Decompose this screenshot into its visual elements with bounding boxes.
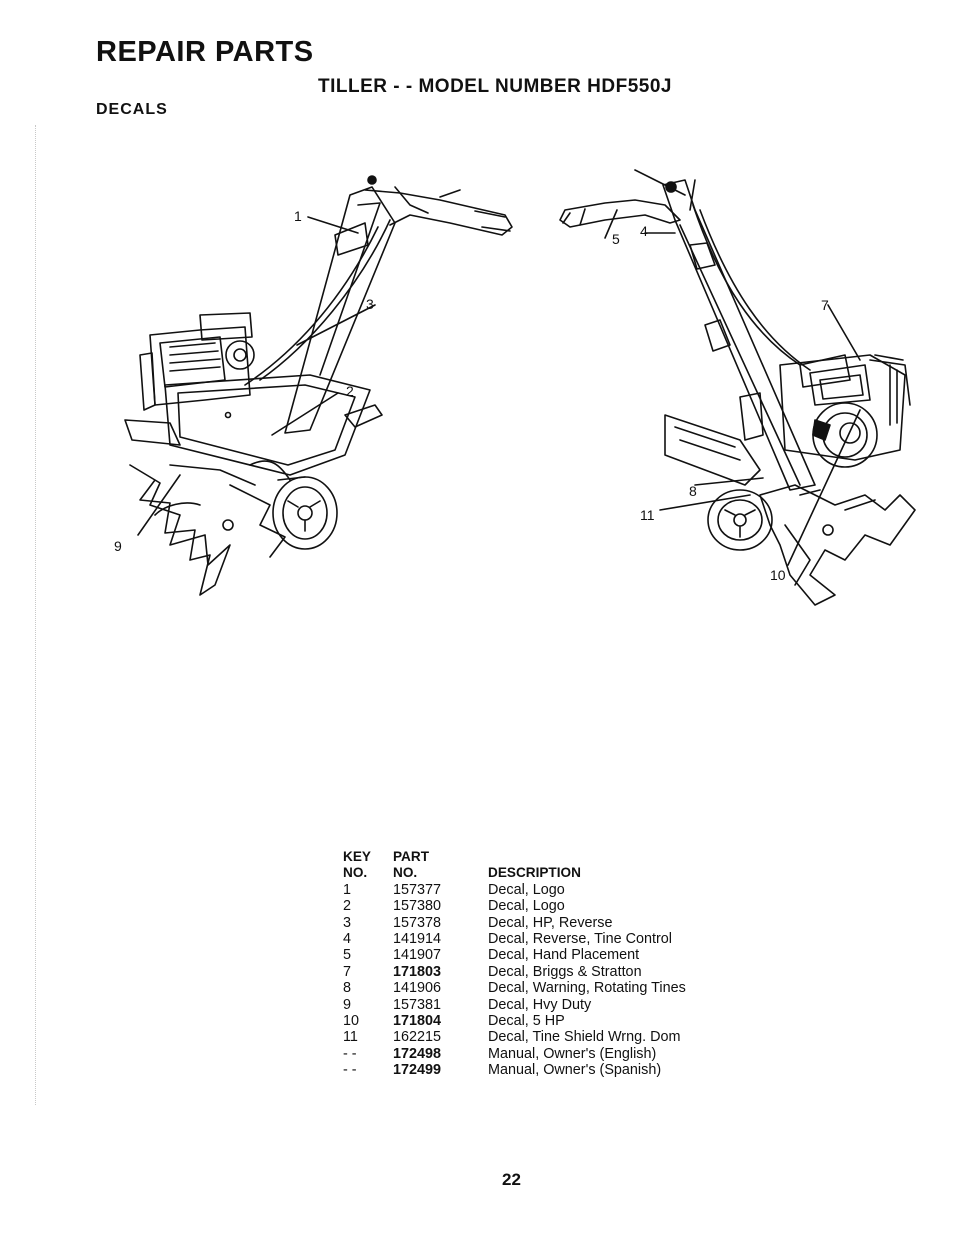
table-row: 3 157378 Decal, HP, Reverse xyxy=(343,915,763,931)
part-description: Decal, HP, Reverse xyxy=(488,914,613,931)
table-row: 10 171804 Decal, 5 HP xyxy=(343,1013,763,1029)
key-number: - - xyxy=(343,1045,357,1062)
part-number: 157377 xyxy=(393,881,442,898)
key-number: 5 xyxy=(343,947,352,964)
callout-8: 8 xyxy=(689,483,697,499)
part-number: 141906 xyxy=(393,980,442,997)
key-header-line2: NO. xyxy=(343,865,368,881)
key-number: 10 xyxy=(343,1012,360,1029)
callout-7: 7 xyxy=(821,297,829,313)
part-description: Manual, Owner's (English) xyxy=(488,1045,657,1062)
table-row: - - 172498 Manual, Owner's (English) xyxy=(343,1046,763,1062)
part-description: Decal, Hand Placement xyxy=(488,947,640,964)
part-number: 171804 xyxy=(393,1012,442,1029)
part-description: Manual, Owner's (Spanish) xyxy=(488,1062,662,1079)
part-description: Decal, Warning, Rotating Tines xyxy=(488,980,686,997)
part-number: 162215 xyxy=(393,1029,442,1046)
part-number: 141914 xyxy=(393,930,442,947)
table-row: 2 157380 Decal, Logo xyxy=(343,898,763,914)
key-number: 4 xyxy=(343,930,352,947)
page-subtitle: TILLER - - MODEL NUMBER HDF550J xyxy=(318,76,673,97)
table-row: 9 157381 Decal, Hvy Duty xyxy=(343,997,763,1013)
key-number: 7 xyxy=(343,963,352,980)
key-number: 9 xyxy=(343,996,352,1013)
part-description: Decal, Logo xyxy=(488,898,565,915)
callout-11: 11 xyxy=(640,507,655,523)
callout-9: 9 xyxy=(114,538,122,554)
callout-5: 5 xyxy=(612,231,620,247)
part-description: Decal, Tine Shield Wrng. Dom xyxy=(488,1029,681,1046)
part-description: Decal, Logo xyxy=(488,881,565,898)
part-description: Decal, Briggs & Stratton xyxy=(488,963,642,980)
scan-edge-line xyxy=(35,125,37,1105)
part-header: PART NO. xyxy=(393,849,488,882)
part-header-line2: NO. xyxy=(393,865,418,881)
callout-4: 4 xyxy=(640,223,648,239)
part-description: Decal, Reverse, Tine Control xyxy=(488,930,672,947)
callout-2: 2 xyxy=(346,383,354,399)
page-title: REPAIR PARTS xyxy=(96,36,314,68)
part-header-line1: PART xyxy=(393,849,429,864)
section-heading: DECALS xyxy=(96,101,168,118)
table-row: 7 171803 Decal, Briggs & Stratton xyxy=(343,964,763,980)
part-number: 171803 xyxy=(393,963,442,980)
part-description: Decal, Hvy Duty xyxy=(488,996,592,1013)
table-row: 4 141914 Decal, Reverse, Tine Control xyxy=(343,931,763,947)
key-number: 2 xyxy=(343,898,352,915)
callout-10: 10 xyxy=(770,567,786,583)
description-header: DESCRIPTION xyxy=(488,849,581,882)
parts-table-header: KEY NO. PART NO. DESCRIPTION xyxy=(343,849,763,882)
key-number: - - xyxy=(343,1062,357,1079)
part-number: 172499 xyxy=(393,1062,442,1079)
table-row: - - 172499 Manual, Owner's (Spanish) xyxy=(343,1062,763,1078)
part-number: 157381 xyxy=(393,996,442,1013)
part-number: 172498 xyxy=(393,1045,442,1062)
description-header-text: DESCRIPTION xyxy=(488,865,581,881)
callout-3: 3 xyxy=(366,296,374,312)
table-row: 11 162215 Decal, Tine Shield Wrng. Dom xyxy=(343,1029,763,1045)
tiller-right-view-illustration xyxy=(559,169,916,606)
key-header: KEY NO. xyxy=(343,849,393,882)
key-number: 8 xyxy=(343,980,352,997)
callout-1: 1 xyxy=(294,208,302,224)
tiller-left-view-illustration xyxy=(124,175,513,596)
part-number: 141907 xyxy=(393,947,442,964)
table-row: 8 141906 Decal, Warning, Rotating Tines xyxy=(343,980,763,996)
key-number: 11 xyxy=(343,1029,358,1046)
table-row: 5 141907 Decal, Hand Placement xyxy=(343,947,763,963)
page-number: 22 xyxy=(502,1170,521,1189)
key-number: 3 xyxy=(343,914,352,931)
key-header-line1: KEY xyxy=(343,849,371,864)
part-description: Decal, 5 HP xyxy=(488,1012,565,1029)
part-number: 157380 xyxy=(393,898,442,915)
part-number: 157378 xyxy=(393,914,442,931)
key-number: 1 xyxy=(343,881,352,898)
table-row: 1 157377 Decal, Logo xyxy=(343,882,763,898)
